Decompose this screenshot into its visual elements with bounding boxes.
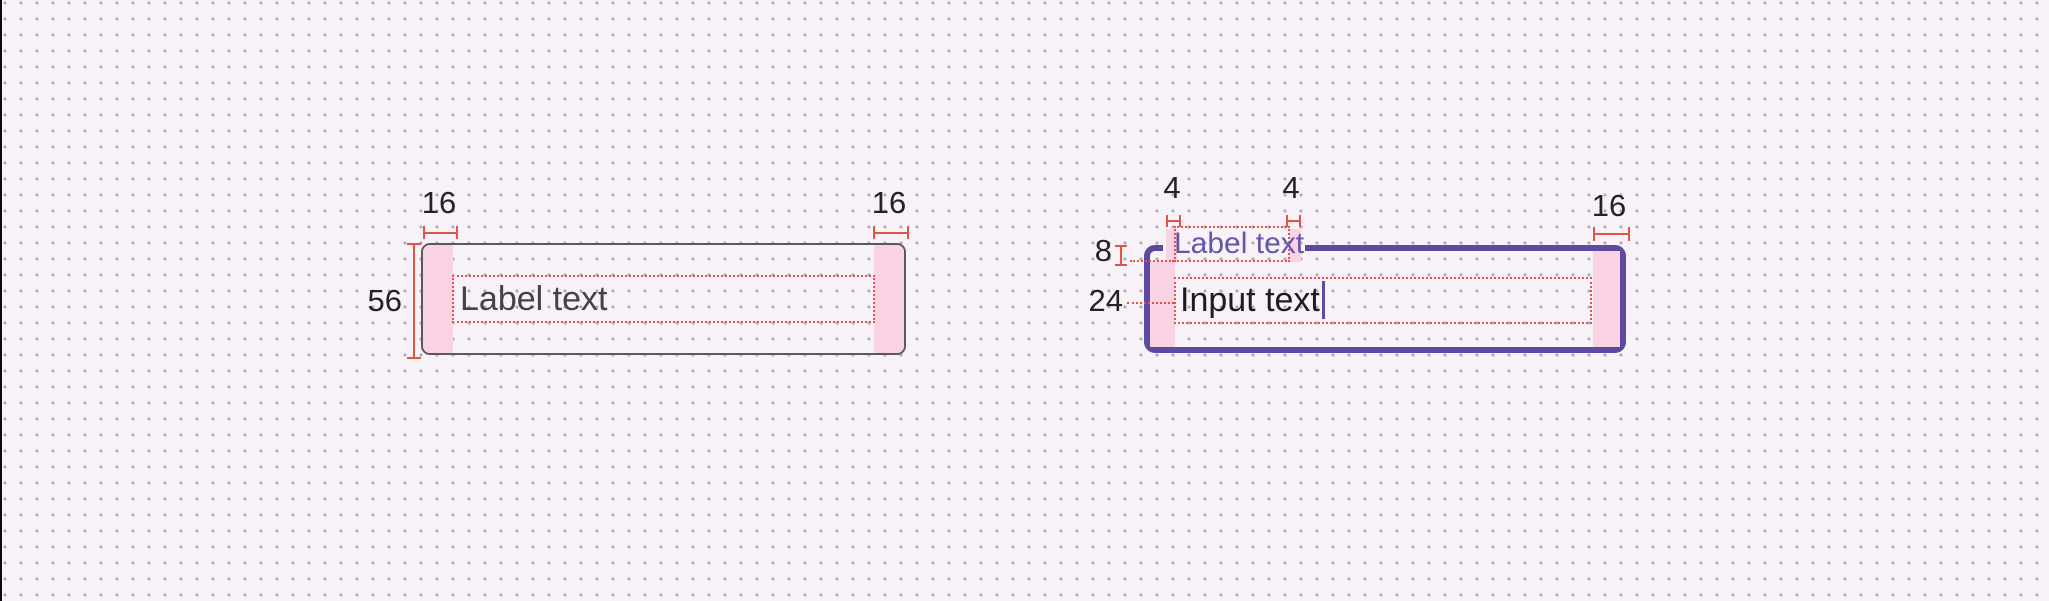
label-padding-overlay-right (1289, 229, 1301, 262)
dim-pad-left-value: 16 (421, 185, 457, 220)
text-caret (1321, 281, 1325, 319)
dim-label-pad-right-value: 4 (1282, 170, 1300, 205)
dim-height-value: 56 (367, 283, 402, 318)
dim-input-height-value: 24 (1088, 283, 1123, 318)
content-bounds (452, 275, 875, 323)
floating-label: Label text (1174, 227, 1305, 260)
dim-label-pad-left-bracket (1166, 215, 1181, 227)
input-row: Input text (1180, 276, 1325, 324)
textfield-default[interactable]: Label text (421, 243, 906, 355)
input-bounds (1174, 277, 1592, 324)
field-label: Label text (460, 280, 608, 318)
input-value[interactable]: Input text (1180, 280, 1320, 319)
border-gap-patch (1163, 243, 1305, 254)
dim-pad-left-bracket (423, 226, 458, 239)
dim-input-height-leader (1127, 302, 1174, 304)
label-bounds (1174, 226, 1290, 262)
dim-label-pad-left-value: 4 (1163, 170, 1181, 205)
textfield-focused[interactable]: Input text (1144, 245, 1626, 353)
label-padding-overlay-left (1166, 229, 1177, 262)
dim-height-bracket (407, 243, 421, 359)
dim-label-gap-bracket (1115, 245, 1127, 266)
dim-label-gap-value: 8 (1094, 233, 1112, 268)
dim-label-pad-right-bracket (1286, 215, 1301, 227)
padding-overlay-left (1150, 261, 1175, 347)
padding-overlay-right (874, 245, 904, 353)
padding-overlay-right (1593, 251, 1620, 347)
dim-label-gap-leader (1130, 260, 1174, 262)
dim-pad-right-value: 16 (871, 185, 907, 220)
canvas-left-edge (0, 0, 2, 601)
dim-pad-right-bracket (873, 226, 909, 239)
dim-pad-right-value: 16 (1591, 188, 1627, 223)
padding-overlay-left (423, 245, 453, 353)
dim-pad-right-bracket (1593, 227, 1630, 241)
